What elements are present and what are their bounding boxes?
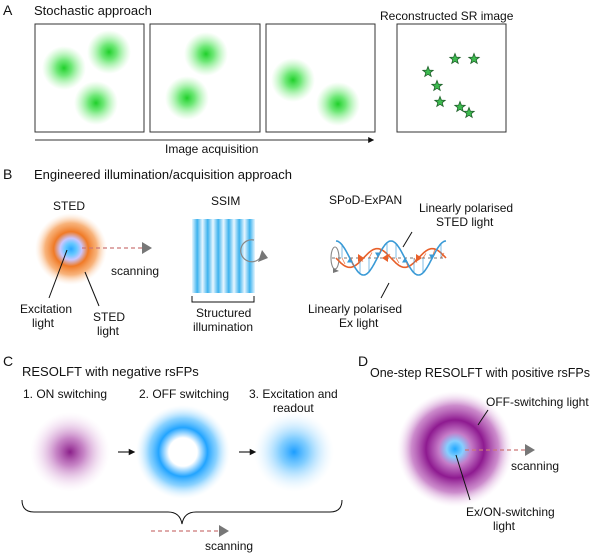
- off-switching-label: OFF-switching light: [486, 395, 589, 409]
- ex-vector-arrowhead: [382, 254, 388, 262]
- localisation-star-icon: [462, 106, 476, 119]
- rotation-arrow: [240, 239, 261, 263]
- spod-ex-label-line1: Linearly polarised: [308, 302, 402, 316]
- panel-b-title: Engineered illumination/acquisition appr…: [34, 167, 292, 182]
- sequence-bracket: [21, 499, 343, 525]
- ex-field-vector: [440, 252, 445, 259]
- spod-ex-pointer: [380, 282, 390, 299]
- panel-b-letter: B: [3, 166, 12, 182]
- ssim-caption-line1: Structured: [196, 306, 251, 320]
- step-3-label-line2: readout: [273, 401, 314, 415]
- localisation-star-icon: [448, 52, 462, 65]
- panel-d-title: One-step RESOLFT with positive rsFPs: [370, 366, 590, 380]
- rotation-arrowhead: [258, 250, 268, 262]
- illumination-stripe: [202, 219, 213, 293]
- illumination-stripe: [213, 219, 224, 293]
- panel-c-title: RESOLFT with negative rsFPs: [22, 364, 199, 379]
- ex-vector-arrowhead: [358, 254, 364, 262]
- panel-a: A Stochastic approach Reconstructed SR i…: [3, 2, 514, 156]
- step-1-label: 1. ON switching: [23, 387, 107, 401]
- sted-vector-arrowhead: [375, 252, 381, 258]
- sted-vector-arrowhead: [429, 254, 435, 260]
- acquisition-axis-label: Image acquisition: [165, 142, 258, 156]
- localisation-star-icon: [430, 79, 444, 92]
- ex-on-pointer: [455, 454, 471, 501]
- illumination-stripe: [234, 219, 245, 293]
- illumination-stripe: [192, 219, 203, 293]
- panel-a-title: Stochastic approach: [34, 3, 152, 18]
- emitter-spot: [74, 81, 118, 125]
- off-switching-donut: [136, 405, 230, 499]
- spod-sted-label-line2: STED light: [436, 215, 494, 229]
- positive-rsfp-donut: [397, 391, 513, 507]
- localisation-star-icon: [433, 95, 447, 108]
- sted-donut-beam: [35, 213, 107, 285]
- c-scan-arrowhead: [219, 525, 229, 537]
- emitter-spot: [184, 32, 228, 76]
- off-switching-pointer: [477, 409, 489, 426]
- excitation-label-line1: Excitation: [20, 302, 72, 316]
- excitation-label-line2: light: [32, 316, 55, 330]
- sted-title: STED: [53, 199, 85, 213]
- ssim-bracket: [191, 296, 255, 303]
- emitter-spot: [316, 82, 360, 126]
- panel-d-letter: D: [358, 353, 368, 369]
- spod-ex-label-line2: Ex light: [339, 316, 379, 330]
- illumination-stripe: [223, 219, 234, 293]
- readout-spot: [254, 412, 334, 492]
- sted-vector-arrowhead: [347, 257, 353, 263]
- spod-sted-pointer: [402, 231, 413, 248]
- sted-pointer: [84, 271, 100, 307]
- on-switching-spot: [30, 412, 110, 492]
- sted-label-line2: light: [97, 324, 120, 338]
- localisation-star-icon: [467, 52, 481, 65]
- emitter-spot: [165, 76, 209, 120]
- emitter-spot: [87, 30, 131, 74]
- ex-field-vector: [413, 257, 418, 263]
- sted-scan-arrowhead: [142, 242, 152, 254]
- ex-field-vector: [422, 253, 427, 259]
- panel-a-letter: A: [3, 2, 13, 18]
- polarisation-rotation-arrowhead: [333, 268, 339, 273]
- localisation-star-icon: [453, 100, 467, 113]
- d-scanning-label: scanning: [511, 459, 559, 473]
- ex-field-vector: [395, 257, 400, 264]
- ssim-title: SSIM: [211, 194, 240, 208]
- ex-field-vector: [368, 252, 373, 259]
- sted-vector-arrowhead: [402, 257, 408, 263]
- ex-field-vector: [350, 257, 355, 268]
- emitter-spot: [42, 46, 86, 90]
- ex-vector-arrowhead: [416, 254, 422, 262]
- sted-label-line1: STED: [93, 310, 125, 324]
- ex-field-vector: [341, 257, 346, 265]
- panel-d: D One-step RESOLFT with positive rsFPs O…: [358, 353, 590, 533]
- localisation-stars: [421, 52, 481, 119]
- sted-light-wave: [335, 240, 447, 276]
- panel-b: B Engineered illumination/acquisition ap…: [3, 166, 513, 338]
- sted-scanning-label: scanning: [111, 264, 159, 278]
- reconstructed-frame: [396, 23, 507, 133]
- wave-field-vectors: [341, 242, 445, 274]
- step-3-label-line1: 3. Excitation and: [249, 387, 338, 401]
- ex-on-label-line2: light: [493, 519, 516, 533]
- step-2-label: 2. OFF switching: [139, 387, 229, 401]
- spod-sted-label-line1: Linearly polarised: [419, 201, 513, 215]
- emitter-spot: [271, 58, 315, 102]
- panel-c-letter: C: [3, 353, 13, 369]
- panel-c: C RESOLFT with negative rsFPs 1. ON swit…: [3, 353, 343, 553]
- localisation-star-icon: [421, 65, 435, 78]
- reconstructed-title: Reconstructed SR image: [380, 9, 514, 23]
- d-scan-arrowhead: [525, 444, 535, 456]
- ssim-caption-line2: illumination: [193, 320, 253, 334]
- structured-illumination-pattern: [192, 219, 255, 293]
- excitation-pointer: [48, 249, 68, 299]
- spod-title: SPoD-ExPAN: [329, 193, 402, 207]
- c-scanning-label: scanning: [205, 539, 253, 553]
- ex-on-label-line1: Ex/ON-switching: [466, 505, 555, 519]
- illumination-stripe: [244, 219, 255, 293]
